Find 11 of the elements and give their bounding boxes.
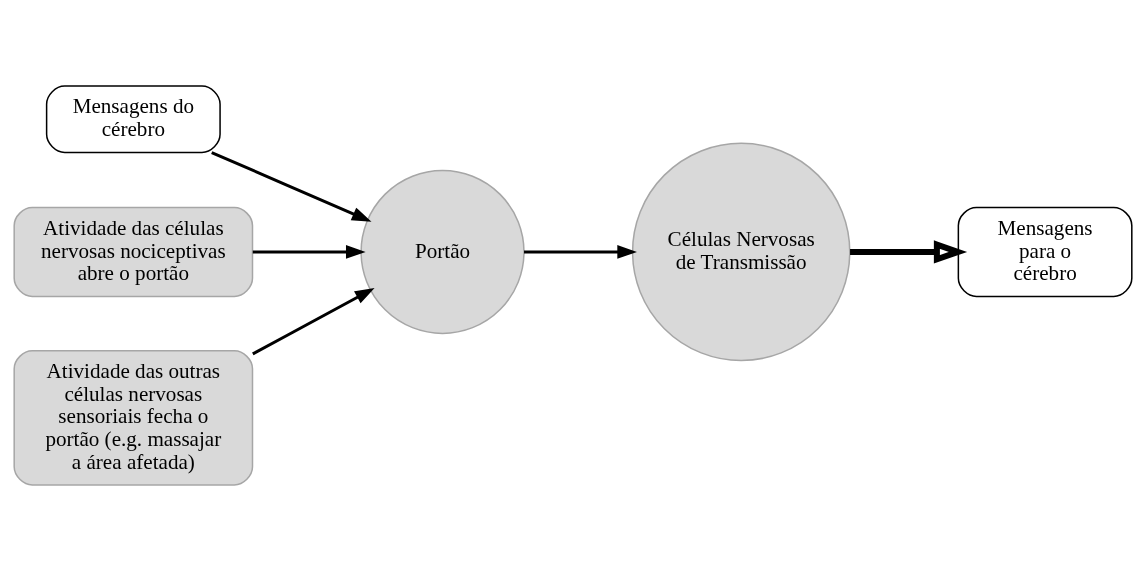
node-circle: Células Nervosas de Transmissão xyxy=(631,142,851,362)
node-box: Atividade das células nervosas nociceptivas abre o portão xyxy=(13,206,254,298)
node-circle: Portão xyxy=(360,169,525,335)
node-box: Mensagens para o cérebro xyxy=(957,206,1133,298)
node-box: Mensagens do cérebro xyxy=(45,85,221,154)
arrow xyxy=(252,245,366,259)
arrow xyxy=(850,240,968,264)
arrow xyxy=(211,151,372,222)
arrow xyxy=(524,245,637,259)
arrow xyxy=(252,287,375,356)
node-box: Atividade das outras células nervosas sensoriais fecha o portão (e.g. massajar a área afetada) xyxy=(13,349,254,486)
